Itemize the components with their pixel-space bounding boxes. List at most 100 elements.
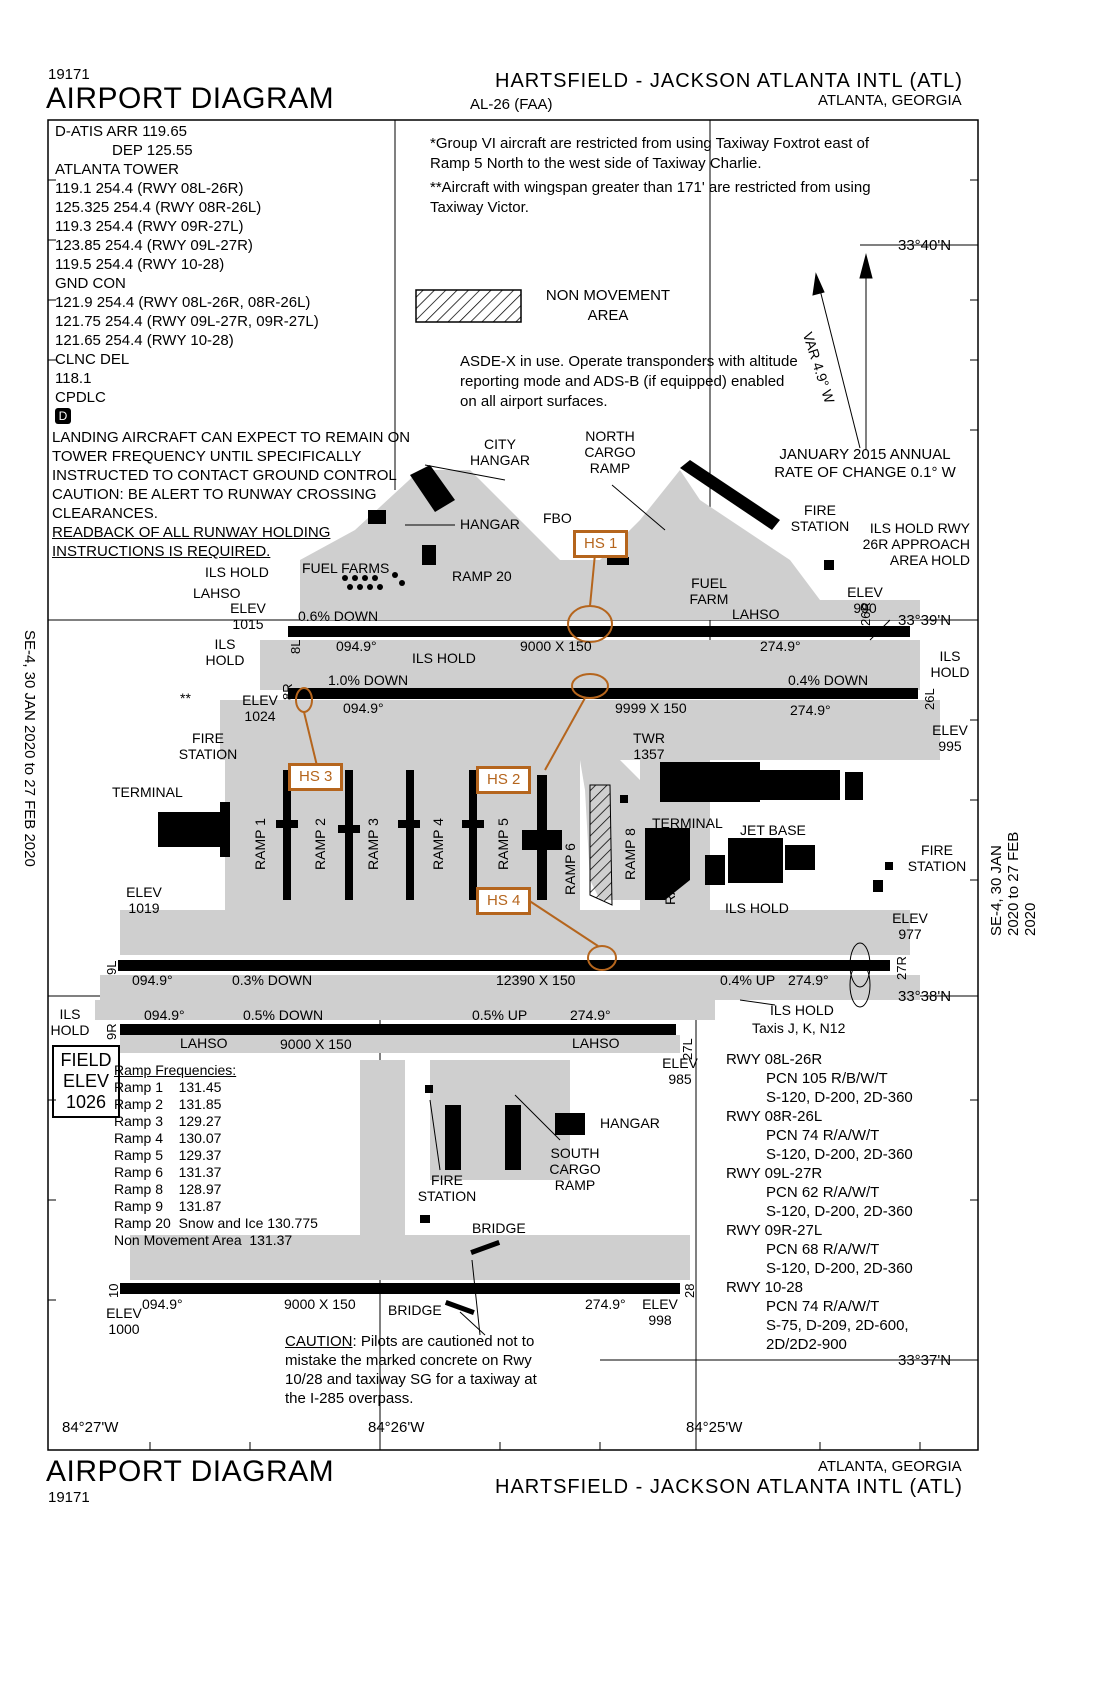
pcn-line: S-120, D-200, 2D-360 xyxy=(766,1146,913,1163)
pcn-rwy: RWY 08L-26R xyxy=(726,1051,823,1068)
pcn-table: RWY 08L-26R PCN 105 R/B/W/T S-120, D-200… xyxy=(726,1050,913,1354)
ramp-freq-item: Ramp 1 131.45 xyxy=(114,1079,222,1095)
asde-note: ASDE-X in use. Operate transponders with… xyxy=(460,353,798,410)
fire-station-south-label: FIRE STATION xyxy=(417,1172,477,1204)
city-hangar-label: CITY HANGAR xyxy=(470,436,530,468)
rwy-08r-hdg-w: 094.9° xyxy=(343,700,384,716)
rwy-08r-elev: ELEV 1024 xyxy=(242,692,278,724)
airport-city-top: ATLANTA, GEORGIA xyxy=(818,92,962,109)
ramp-1-label: RAMP 1 xyxy=(252,818,268,870)
terminal-west-label: TERMINAL xyxy=(112,784,183,800)
lahso-label-sw: LAHSO xyxy=(180,1035,228,1051)
north-cargo-label: NORTH CARGO RAMP xyxy=(584,428,636,476)
pcn-line: S-120, D-200, 2D-360 xyxy=(766,1260,913,1277)
ramp-freq-item: Ramp 5 129.37 xyxy=(114,1147,222,1163)
rwy-10-elev: ELEV 1000 xyxy=(106,1305,142,1337)
freq-tower-title: ATLANTA TOWER xyxy=(55,161,179,178)
jet-base-label: JET BASE xyxy=(740,822,806,838)
rwy-09r-hdg-w: 094.9° xyxy=(144,1007,185,1023)
ramp-freq-item: Ramp 20 Snow and Ice 130.775 xyxy=(114,1215,318,1231)
pcn-rwy: RWY 08R-26L xyxy=(726,1108,823,1125)
rwy-09r-slope-w: 0.5% DOWN xyxy=(243,1007,324,1023)
ramp-3-label: RAMP 3 xyxy=(365,818,381,870)
freq-gnd-title: GND CON xyxy=(55,275,126,292)
pcn-line: PCN 68 R/A/W/T xyxy=(766,1241,880,1258)
rwy-09l-hdg-w: 094.9° xyxy=(132,972,173,988)
freq-cpdlc: CPDLC xyxy=(55,389,106,406)
rwy-08l-hdg-w: 094.9° xyxy=(336,638,377,654)
ramp-8-label: RAMP 8 xyxy=(622,828,638,880)
freq-tower-5: 119.5 254.4 (RWY 10-28) xyxy=(55,256,225,273)
airport-city-bottom: ATLANTA, GEORGIA xyxy=(818,1458,962,1475)
rwy-9r-end: 9R xyxy=(104,1023,119,1040)
cpdlc-badge: D xyxy=(55,408,71,424)
ramp-freq-item: Ramp 9 131.87 xyxy=(114,1198,222,1214)
pcn-line: PCN 62 R/A/W/T xyxy=(766,1184,880,1201)
lat-33-40: 33°40'N xyxy=(898,237,952,254)
caution-text: : Pilots are cautioned not to mistake th… xyxy=(285,1333,537,1407)
rwy-8r-end: 8R xyxy=(280,683,295,700)
ramp-2-label: RAMP 2 xyxy=(312,818,328,870)
ils-hold-label-w: ILS HOLD xyxy=(205,636,245,668)
fire-station-north-label: FIRE STATION xyxy=(790,502,850,534)
landing-note: LANDING AIRCRAFT CAN EXPECT TO REMAIN ON… xyxy=(52,429,411,484)
ramp-4-label: RAMP 4 xyxy=(430,818,446,870)
lahso-label-ne: LAHSO xyxy=(732,606,780,622)
rate-of-change-note: JANUARY 2015 ANNUAL RATE OF CHANGE 0.1° … xyxy=(774,446,956,481)
pcn-line: PCN 74 R/A/W/T xyxy=(766,1127,880,1144)
freq-clnc: 118.1 xyxy=(55,370,92,387)
airport-name-bottom: HARTSFIELD - JACKSON ATLANTA INTL (ATL) xyxy=(495,1476,963,1498)
rwy-08l-slope: 0.6% DOWN xyxy=(298,608,379,624)
lat-33-37: 33°37'N xyxy=(898,1352,952,1369)
rwy-8l-end: 8L xyxy=(288,639,303,654)
freq-gnd-3: 121.65 254.4 (RWY 10-28) xyxy=(55,332,234,349)
chart-title-top: AIRPORT DIAGRAM xyxy=(46,82,335,115)
hot-spot-4: HS 4 xyxy=(476,887,532,915)
ramp-freq-item: Ramp 8 128.97 xyxy=(114,1181,222,1197)
lon-84-26: 84°26'W xyxy=(368,1419,425,1436)
rwy-28-end: 28 xyxy=(682,1283,697,1298)
rwy-10-dims: 9000 X 150 xyxy=(284,1296,356,1312)
hangar-label-south: HANGAR xyxy=(600,1115,660,1131)
rwy-27r-elev: ELEV 977 xyxy=(892,910,928,942)
pcn-line: S-75, D-209, 2D-600, xyxy=(766,1317,909,1334)
rwy-10-hdg-w: 094.9° xyxy=(142,1296,183,1312)
ramp-5-label: RAMP 5 xyxy=(495,818,511,870)
rwy-09l-slope-w: 0.3% DOWN xyxy=(232,972,313,988)
rwy-28-elev: ELEV 998 xyxy=(642,1296,678,1328)
bridge-label-south: BRIDGE xyxy=(388,1302,442,1318)
rwy-27l-slope-e: 0.5% UP xyxy=(472,1007,528,1023)
fbo-label: FBO xyxy=(543,510,572,526)
lon-84-27: 84°27'W xyxy=(62,1419,119,1436)
lahso-label-se: LAHSO xyxy=(572,1035,620,1051)
rwy-08r-slope-w: 1.0% DOWN xyxy=(328,672,409,688)
freq-gnd-2: 121.75 254.4 (RWY 09L-27R, 09R-27L) xyxy=(55,313,319,330)
bridge-label-north: BRIDGE xyxy=(472,1220,526,1236)
pcn-line: S-120, D-200, 2D-360 xyxy=(766,1203,913,1220)
lon-84-25: 84°25'W xyxy=(686,1419,743,1436)
ramp-freq-item: Ramp 4 130.07 xyxy=(114,1130,222,1146)
rwy-28-hdg-e: 274.9° xyxy=(585,1296,626,1312)
readback-note: READBACK OF ALL RUNWAY HOLDING INSTRUCTI… xyxy=(52,524,331,560)
pcn-rwy: RWY 09R-27L xyxy=(726,1222,823,1239)
fire-station-east-label: FIRE STATION xyxy=(907,842,967,874)
ramp-freq-item: Non Movement Area 131.37 xyxy=(114,1232,293,1248)
freq-tower-3: 119.3 254.4 (RWY 09R-27L) xyxy=(55,218,244,235)
ramp-freq-item: Ramp 3 129.27 xyxy=(114,1113,222,1129)
pcn-line: PCN 74 R/A/W/T xyxy=(766,1298,880,1315)
lat-33-39: 33°39'N xyxy=(898,612,952,629)
rwy-09l-elev: ELEV 1019 xyxy=(126,884,162,916)
pcn-line: 2D/2D2-900 xyxy=(766,1336,847,1353)
ramp-freq-item: Ramp 6 131.37 xyxy=(114,1164,222,1180)
ils-hold-label-27l: ILS HOLD xyxy=(770,1002,834,1018)
wingspan-marker: ** xyxy=(180,690,191,706)
group6-note: *Group VI aircraft are restricted from u… xyxy=(430,135,870,172)
chart-number-top: 19171 xyxy=(48,66,90,83)
rwy-26r-hdg-e: 274.9° xyxy=(760,638,801,654)
fire-station-west-label: FIRE STATION xyxy=(178,730,238,762)
rwy-09l-dims: 12390 X 150 xyxy=(496,972,576,988)
freq-tower-4: 123.85 254.4 (RWY 09L-27R) xyxy=(55,237,253,254)
rwy-27l-elev: ELEV 985 xyxy=(662,1055,698,1087)
freq-gnd-1: 121.9 254.4 (RWY 08L-26R, 08R-26L) xyxy=(55,294,311,311)
south-cargo-label: SOUTH CARGO RAMP xyxy=(549,1145,601,1193)
